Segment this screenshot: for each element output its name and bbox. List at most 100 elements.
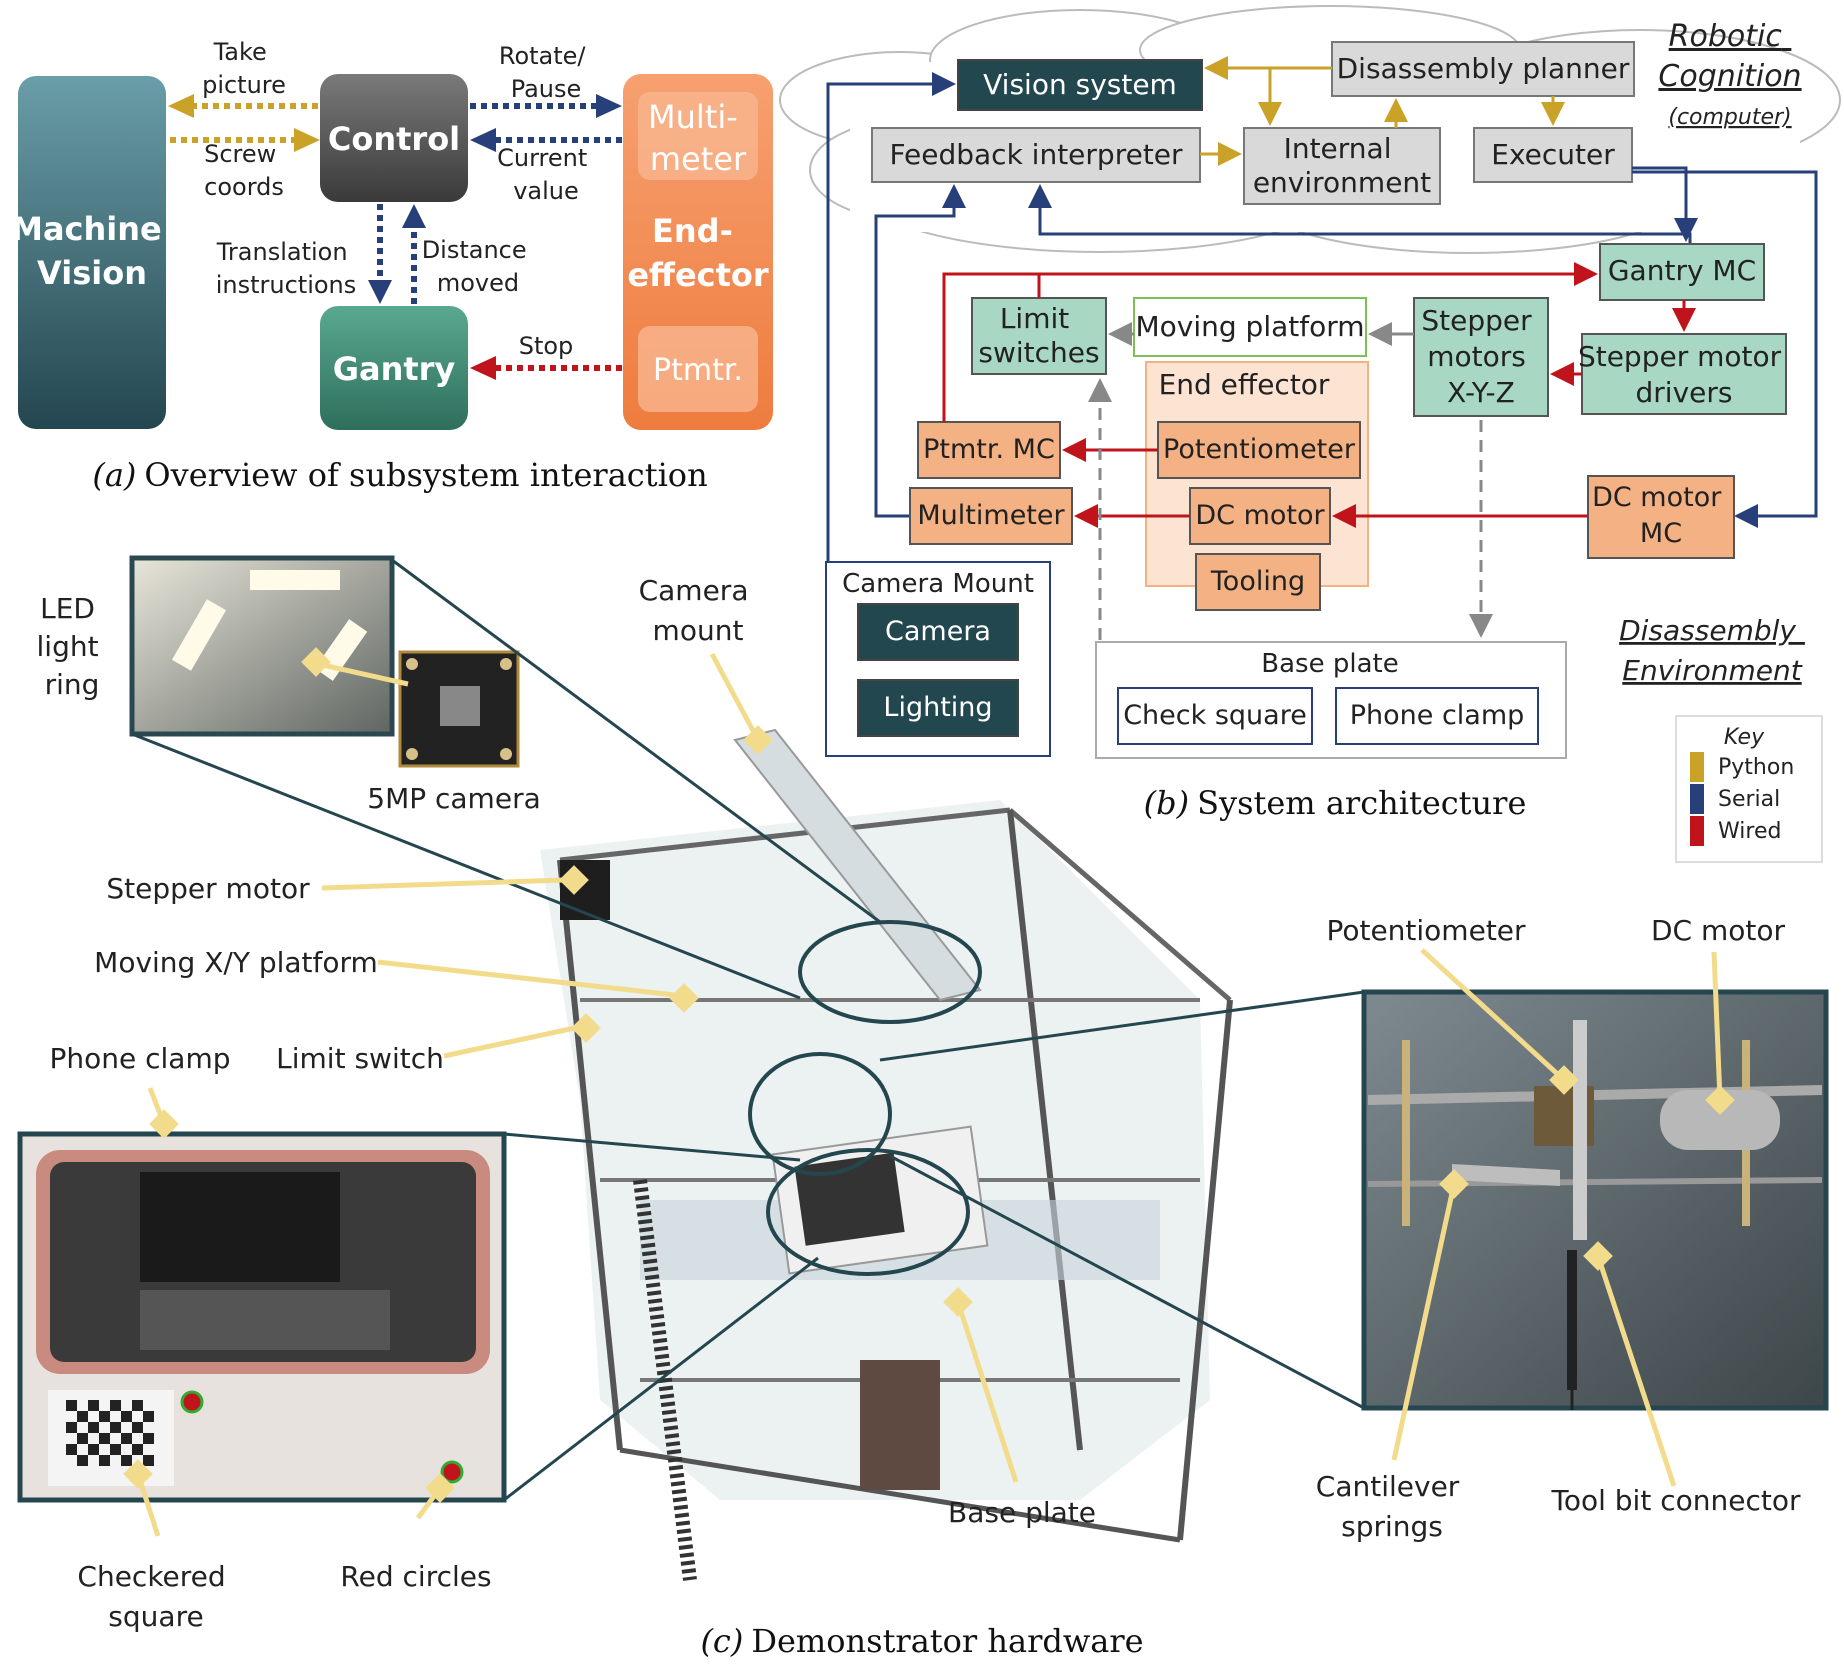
phone-clamp-box xyxy=(1335,687,1539,745)
machine-vision-label: Machine Vision xyxy=(11,210,173,292)
moving-xy-label: Moving X/Y platform xyxy=(94,946,378,979)
key-python-swatch xyxy=(1690,752,1704,782)
stepper-motors-label: Stepper motors X-Y-Z xyxy=(1421,304,1540,409)
stop-label: Stop xyxy=(519,332,574,360)
translation-line2: instructions xyxy=(216,271,357,299)
key-wired-swatch xyxy=(1690,816,1704,846)
take-picture-label: Take picture xyxy=(202,38,286,99)
serial-executer-to-dc xyxy=(1632,170,1818,528)
camera-5mp-label: 5MP camera xyxy=(367,782,540,815)
gantry-mc-label: Gantry MC xyxy=(1608,254,1756,287)
led-bar-1 xyxy=(171,599,227,671)
screw-coords-line1: Screw xyxy=(204,140,276,168)
limit-switches-line2: switches xyxy=(978,336,1099,369)
limit-switches-label: Limit switches xyxy=(978,302,1099,369)
cantilever-line1: Cantilever xyxy=(1316,1470,1460,1503)
tooling-box xyxy=(1195,553,1321,611)
oval-base xyxy=(766,1148,970,1276)
lighting-box xyxy=(857,679,1019,737)
dc-motor-c-label: DC motor xyxy=(1651,914,1786,947)
multimeter-subblock xyxy=(638,92,758,180)
end-effector-region-label: End effector xyxy=(1159,368,1330,401)
oval-end-effector xyxy=(748,1052,892,1176)
dc-motor-label: DC motor xyxy=(1195,500,1325,531)
lighting-label: Lighting xyxy=(883,692,992,723)
key-serial-swatch xyxy=(1690,784,1704,814)
key-title: Key xyxy=(1724,725,1765,750)
dc-motor-mc-line1: DC motor xyxy=(1592,482,1722,513)
gantry-label: Gantry xyxy=(333,350,456,388)
machine-vision-line2: Vision xyxy=(37,254,147,292)
ptmtr-label: Ptmtr. xyxy=(653,353,743,388)
rotate-pause-line2: Pause xyxy=(511,75,582,103)
stepper-motors-box xyxy=(1413,297,1549,417)
arrowhead-take-picture xyxy=(168,94,194,118)
camera-hole-3 xyxy=(406,748,418,760)
base-plate-b-label: Base plate xyxy=(1261,649,1398,679)
caption-c-letter: (c) xyxy=(700,1622,743,1660)
moving-platform-label: Moving platform xyxy=(1135,310,1364,343)
caption-a: (a)Overview of subsystem interaction xyxy=(92,456,707,494)
camera-hole-1 xyxy=(406,658,418,670)
phone-clamp-c-label: Phone clamp xyxy=(49,1042,230,1075)
dc-motor-mc-label: DC motor MC xyxy=(1592,482,1730,549)
take-picture-line1: Take xyxy=(213,38,267,66)
connector-ee-top xyxy=(879,990,1365,1062)
translation-label: Translation instructions xyxy=(216,238,357,299)
stepper-drivers-box xyxy=(1581,333,1787,415)
potentiometer-label: Potentiometer xyxy=(1163,434,1356,465)
disassembly-planner-label: Disassembly planner xyxy=(1337,52,1630,85)
camera-hole-4 xyxy=(500,748,512,760)
end-effector-line2: effector xyxy=(627,256,769,294)
connector-led-top xyxy=(391,558,881,924)
camera-mount-b-label: Camera Mount xyxy=(842,569,1034,599)
multimeter-b-label: Multimeter xyxy=(917,500,1065,531)
limit-switch-c-label: Limit switch xyxy=(276,1042,444,1075)
ptmtr-subblock xyxy=(638,326,758,412)
stepper-drivers-line1: Stepper motor xyxy=(1578,340,1782,373)
tooling-label: Tooling xyxy=(1210,566,1305,597)
pointers xyxy=(123,647,1735,1537)
caption-c: (c)Demonstrator hardware xyxy=(700,1622,1143,1660)
led-line3: ring xyxy=(45,668,100,701)
disassembly-env-line1: Disassembly xyxy=(1619,614,1796,647)
caption-a-text: Overview of subsystem interaction xyxy=(144,456,707,494)
camera-lens xyxy=(440,686,480,726)
vision-system-box xyxy=(957,59,1203,111)
moving-platform-box xyxy=(1133,297,1367,357)
internal-environment-label: Internal environment xyxy=(1253,132,1431,199)
internal-environment-line1: Internal xyxy=(1284,132,1392,165)
red-circles-label: Red circles xyxy=(340,1560,491,1593)
connector-led-bottom xyxy=(131,732,801,1000)
multimeter-box xyxy=(909,487,1073,545)
panel-b: Robotic Cognition (computer) Vision syst… xyxy=(779,5,1841,863)
current-value-label: Current value xyxy=(497,144,595,205)
current-value-line1: Current xyxy=(497,144,587,172)
end-effector-label: End- effector xyxy=(627,212,769,294)
red-circle-2 xyxy=(440,1460,464,1484)
multimeter-label: Multi- meter xyxy=(648,98,748,178)
feedback-interpreter-box xyxy=(871,127,1201,183)
check-square-box xyxy=(1117,687,1313,745)
dc-motor-mc-line2: MC xyxy=(1640,518,1682,549)
red-circle-1 xyxy=(180,1390,204,1414)
panel-a: Machine Vision Control Gantry Multi- met… xyxy=(11,38,773,494)
internal-environment-box xyxy=(1243,127,1441,205)
gantry-rig-photo xyxy=(540,728,1233,1581)
stepper-motors-line1: Stepper xyxy=(1421,304,1532,337)
current-value-line2: value xyxy=(513,177,579,205)
computer-label: (computer) xyxy=(1668,105,1791,130)
key-python-label: Python xyxy=(1718,755,1794,780)
disassembly-env-line2: Environment xyxy=(1622,654,1802,687)
camera-hole-2 xyxy=(500,658,512,670)
checkered-line2: square xyxy=(108,1600,203,1633)
machine-vision-block xyxy=(18,76,166,429)
control-label: Control xyxy=(328,120,460,158)
gantry-block xyxy=(320,306,468,430)
potentiometer-box xyxy=(1157,421,1361,479)
ee-rail-mid xyxy=(1367,1177,1823,1187)
stepper-drivers-line2: drivers xyxy=(1636,376,1733,409)
connector-clamp-top xyxy=(503,1132,801,1162)
led-light-ring-label: LED light ring xyxy=(37,592,108,701)
feedback-interpreter-label: Feedback interpreter xyxy=(889,138,1183,171)
